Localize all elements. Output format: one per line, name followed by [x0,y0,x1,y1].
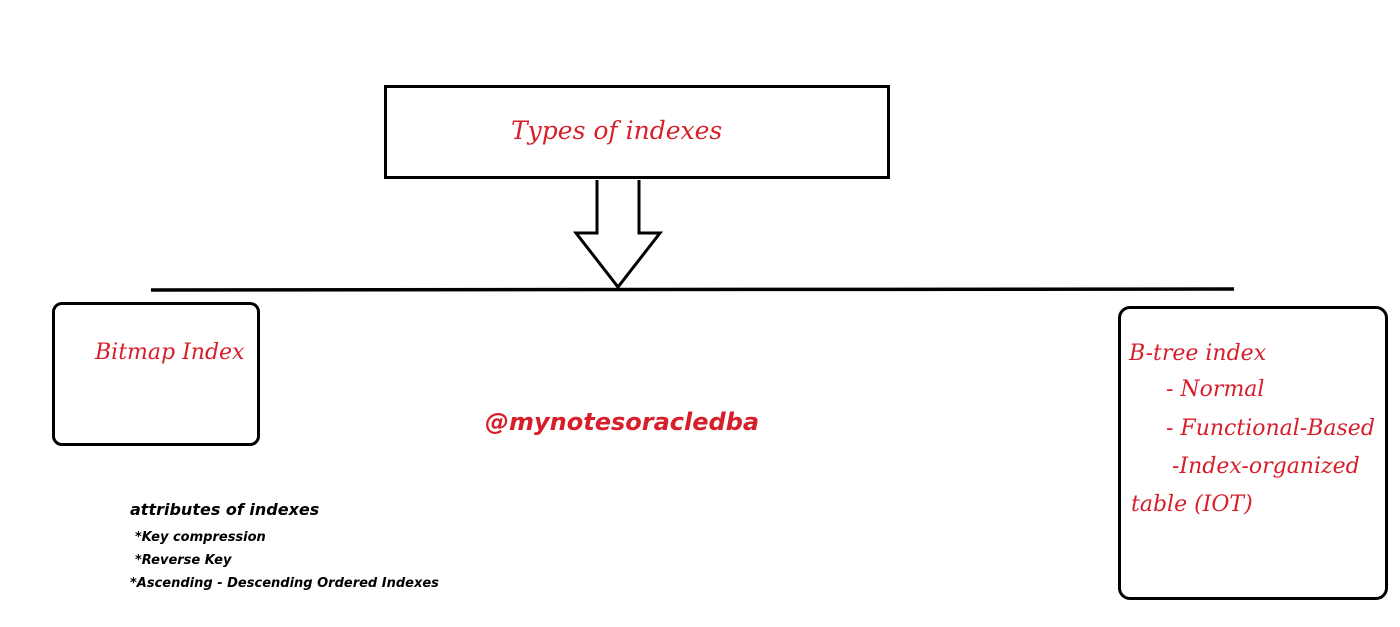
btree-line-functional: - Functional-Based [1166,416,1375,441]
btree-index-box: B-tree index - Normal - Functional-Based… [1118,306,1388,600]
bitmap-index-box: Bitmap Index [52,302,260,446]
btree-line-normal: - Normal [1166,377,1265,402]
down-arrow-icon [572,180,664,290]
branch-line [150,287,1235,292]
btree-line-title: B-tree index [1129,341,1267,366]
title-box: Types of indexes [384,85,890,179]
attribute-item: *Ascending - Descending Ordered Indexes [130,576,439,591]
watermark-handle: @mynotesoracledba [485,408,760,436]
btree-line-iot-cont: table (IOT) [1131,492,1253,517]
attribute-item: *Reverse Key [135,553,232,568]
bitmap-index-label: Bitmap Index [95,340,245,365]
title-label: Types of indexes [511,116,723,145]
attribute-item: *Key compression [135,530,266,545]
btree-line-iot: -Index-organized [1172,454,1360,479]
attributes-heading: attributes of indexes [130,500,320,519]
